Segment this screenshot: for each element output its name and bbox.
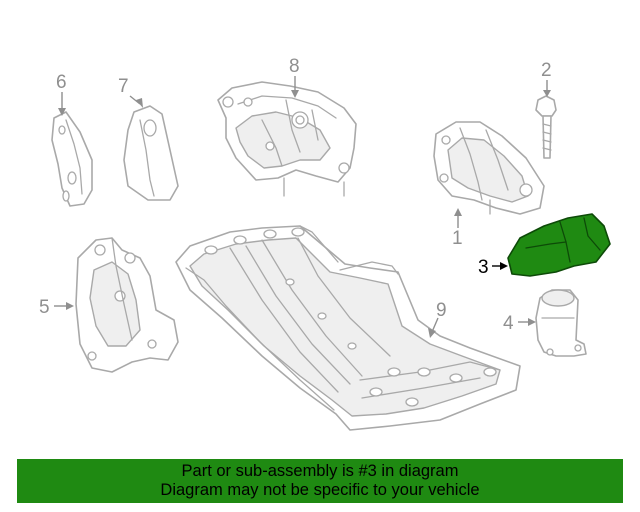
- parts-diagram: 6 7 8 2 1 3 5 4 9: [39, 56, 611, 431]
- callout-2: 2: [541, 60, 552, 81]
- banner-line-2: Diagram may not be specific to your vehi…: [160, 481, 480, 499]
- part-8-engine-mount-bracket[interactable]: [217, 81, 357, 197]
- part-3-heat-shield[interactable]: [507, 213, 611, 277]
- callout-7: 7: [118, 76, 129, 97]
- part-9-crossmember[interactable]: [175, 225, 521, 431]
- part-6-bracket[interactable]: [51, 111, 93, 207]
- info-banner: Part or sub-assembly is #3 in diagram Di…: [17, 459, 623, 503]
- part-7-mount-pad[interactable]: [123, 105, 179, 201]
- callout-3: 3: [478, 257, 489, 278]
- leader-lines: [54, 76, 551, 338]
- callout-8: 8: [289, 56, 300, 77]
- part-2-bolt[interactable]: [535, 95, 557, 159]
- callout-labels: 6 7 8 2 1 3 5 4 9: [39, 56, 552, 334]
- callout-9: 9: [436, 300, 447, 321]
- callout-6: 6: [56, 72, 67, 93]
- banner-line-1: Part or sub-assembly is #3 in diagram: [181, 462, 459, 480]
- callout-5: 5: [39, 297, 50, 318]
- callout-4: 4: [503, 313, 514, 334]
- part-4-mount[interactable]: [535, 289, 587, 357]
- part-5-transmission-bracket[interactable]: [75, 237, 179, 373]
- callout-1: 1: [452, 228, 463, 249]
- part-1-transmission-mount[interactable]: [433, 121, 545, 215]
